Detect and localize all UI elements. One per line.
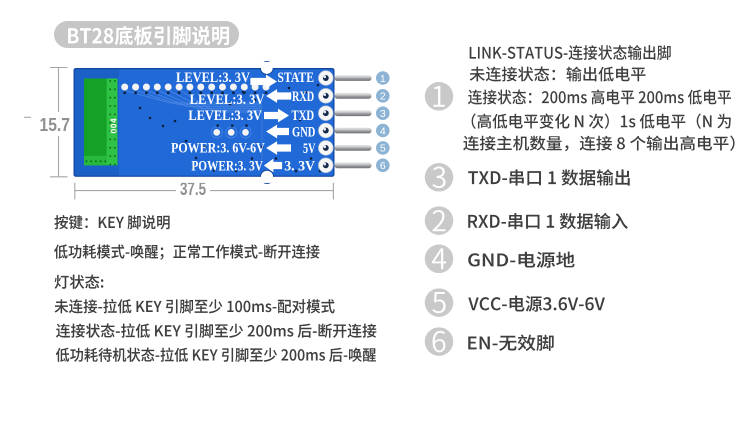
svg-text:STATE: STATE	[277, 70, 314, 86]
svg-text:LEVEL:3. 3V: LEVEL:3. 3V	[190, 92, 265, 108]
svg-text:004: 004	[109, 118, 119, 134]
svg-text:LEVEL:3. 3V: LEVEL:3. 3V	[176, 70, 250, 86]
svg-text:3. 3V: 3. 3V	[284, 158, 315, 174]
svg-text:TXD: TXD	[292, 108, 315, 124]
svg-text:POWER:3. 6V-6V: POWER:3. 6V-6V	[171, 140, 265, 156]
svg-text:5: 5	[380, 143, 386, 155]
svg-text:1: 1	[380, 73, 386, 85]
svg-text:6: 6	[380, 160, 386, 172]
svg-text:3: 3	[380, 108, 386, 120]
svg-text:4: 4	[380, 125, 386, 137]
svg-text:5V: 5V	[303, 141, 316, 157]
svg-text:LEVEL:3. 3V: LEVEL:3. 3V	[188, 108, 262, 124]
svg-text:37.5: 37.5	[180, 179, 206, 199]
svg-text:GND: GND	[292, 124, 316, 140]
svg-text:15.7: 15.7	[40, 115, 71, 135]
svg-text:POWER:3. 3V: POWER:3. 3V	[191, 158, 263, 174]
svg-text:2: 2	[380, 91, 386, 103]
svg-text:RXD: RXD	[292, 89, 314, 105]
